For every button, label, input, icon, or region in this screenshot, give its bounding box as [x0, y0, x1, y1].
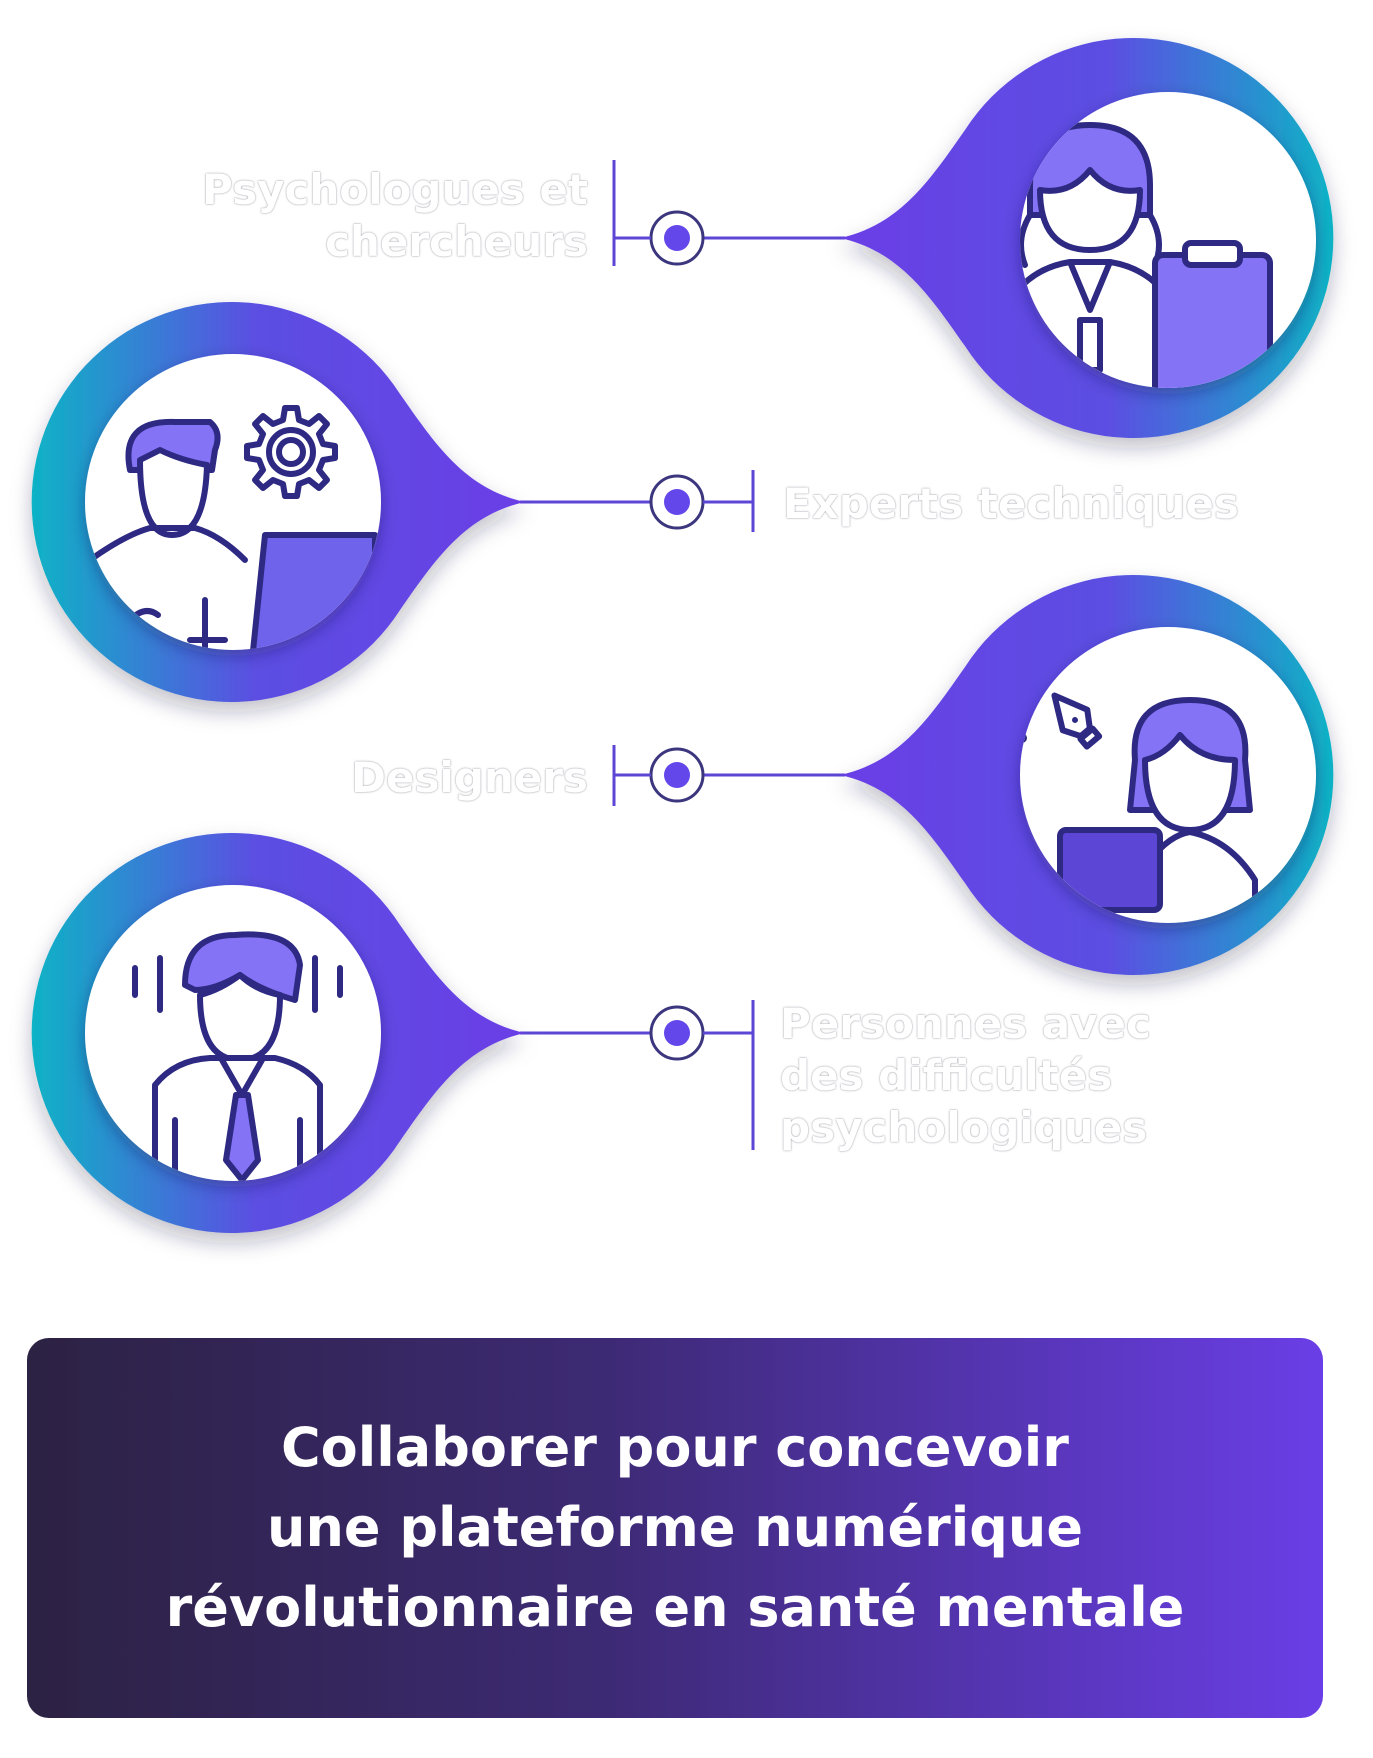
- stressed-person-icon: [132, 931, 343, 1181]
- label-psychologues: Psychologues et chercheurs: [202, 164, 588, 268]
- banner-title-line: révolutionnaire en santé mentale: [165, 1576, 1185, 1639]
- label-line: psychologiques: [780, 1103, 1148, 1152]
- node-personnes: [31, 833, 755, 1233]
- connector-dot: [664, 489, 690, 515]
- connector-dot: [664, 762, 690, 788]
- banner: Collaborer pour concevoir une plateforme…: [27, 1338, 1323, 1718]
- node-designers: [612, 574, 1334, 975]
- label-line: Psychologues et: [202, 165, 588, 214]
- label-experts: Experts techniques: [783, 478, 1239, 530]
- banner-title-line: une plateforme numérique: [267, 1496, 1083, 1559]
- label-line: chercheurs: [325, 217, 588, 266]
- designer-with-pen-tool-and-laptop-icon: [1020, 692, 1258, 913]
- connector-dot: [664, 1020, 690, 1046]
- connector-dot: [664, 225, 690, 251]
- label-line: Personnes avec: [780, 999, 1151, 1048]
- label-personnes: Personnes avec des difficultés psycholog…: [780, 998, 1151, 1154]
- node-experts: [31, 302, 755, 703]
- label-line: Experts techniques: [783, 479, 1239, 528]
- label-designers: Designers: [351, 752, 588, 804]
- label-line: Designers: [351, 753, 588, 802]
- banner-title: Collaborer pour concevoir une plateforme…: [166, 1408, 1185, 1648]
- node-psychologues: [612, 38, 1334, 439]
- banner-title-line: Collaborer pour concevoir: [281, 1416, 1069, 1479]
- label-line: des difficultés: [780, 1051, 1113, 1100]
